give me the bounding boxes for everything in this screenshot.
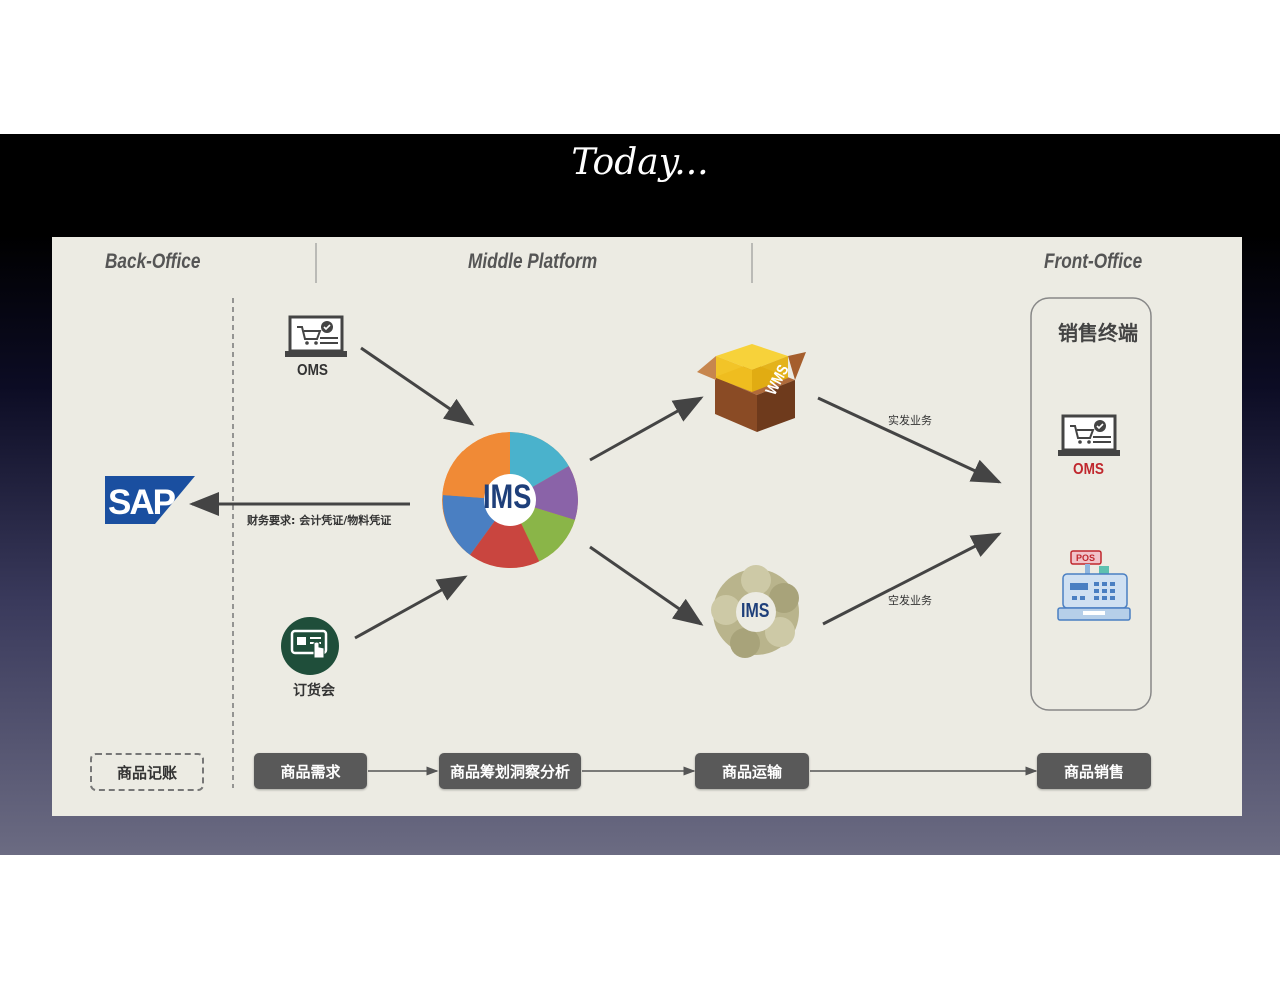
order-meeting-label: 订货会 [293,680,335,700]
edge-label-to-sap: 财务要求: 会计凭证/物料凭证 [247,512,391,528]
sales-terminal-title: 销售终端 [1058,317,1138,346]
arrow-oms-to-ims [361,348,472,424]
arrow-virtual-to-terminal [823,534,999,624]
pos-label: POS [1076,553,1095,563]
sap-logo: SAP [105,476,195,524]
edge-label-physical: 实发业务 [888,412,932,428]
ims-virtual-label: IMS [741,600,769,623]
laptop-cart-icon [285,317,347,357]
ims-main-label: IMS [483,478,531,517]
arrow-ims-to-wms [590,398,701,460]
wms-box-icon [697,344,806,432]
svg-text:SAP: SAP [108,483,176,522]
flow-step-accounting: 商品记账 [90,753,204,791]
flow-step-demand: 商品需求 [254,753,367,789]
flow-step-transport: 商品运输 [695,753,809,789]
arrow-wms-to-terminal [818,398,999,482]
front-laptop-cart-icon [1058,416,1120,456]
sales-terminal-frame [1031,298,1151,710]
flow-step-planning: 商品筹划洞察分析 [439,753,581,789]
arrow-ims-to-virtual-ims [590,547,701,624]
flow-step-sales: 商品销售 [1037,753,1151,789]
order-meeting-icon [281,617,339,675]
arrow-order-meeting-to-ims [355,577,465,638]
oms-top-label: OMS [297,362,328,380]
oms-front-label: OMS [1073,461,1104,479]
edge-label-virtual: 空发业务 [888,592,932,608]
